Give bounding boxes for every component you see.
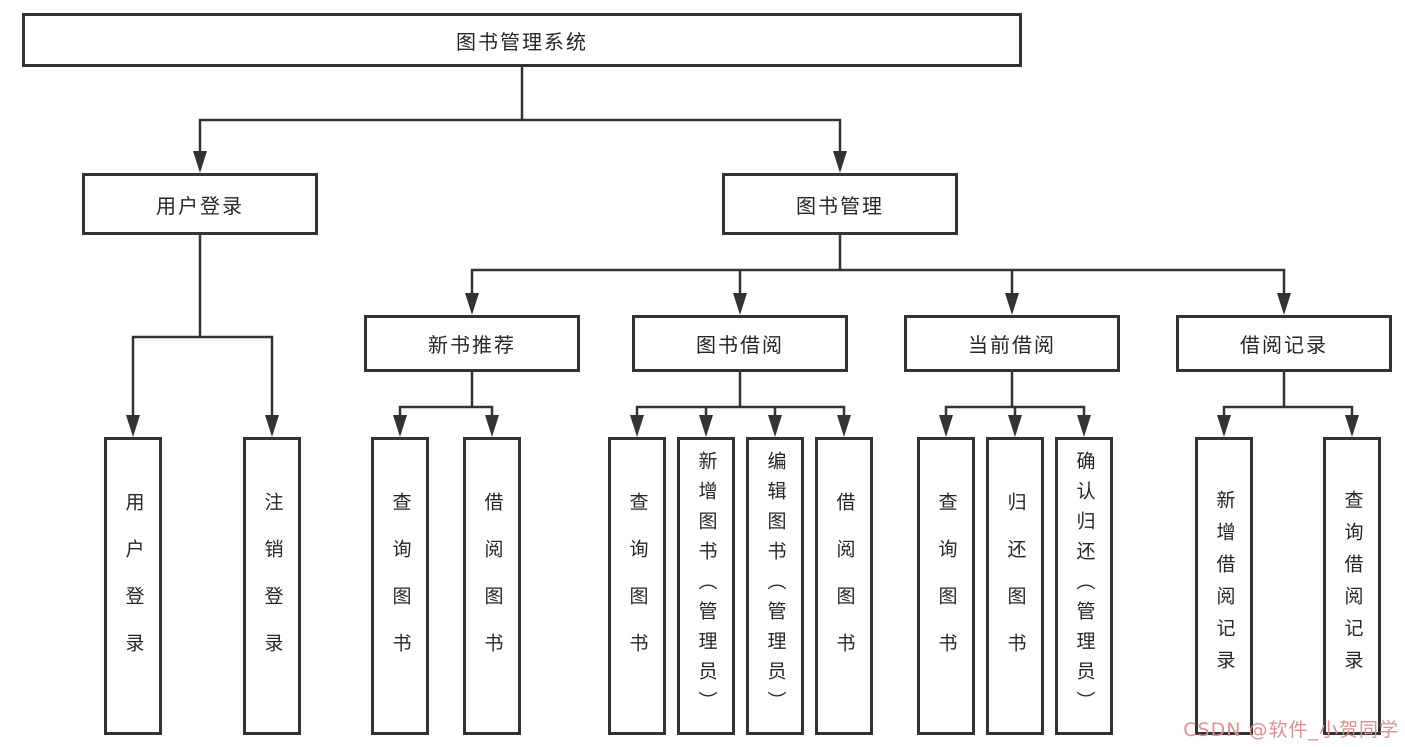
leaf-label: 查询图书 [626,492,649,680]
connector-new-book-rec [398,372,494,419]
leaf-label: 确认归还（管理员） [1073,451,1096,721]
leaf-label: 借阅图书 [833,492,856,680]
leaf-query-book-current: 查询图书 [917,437,975,735]
node-label: 新书推荐 [428,333,516,357]
leaf-logout: 注销登录 [243,437,301,735]
connector-book-borrow [635,372,846,419]
node-new-book-recommend: 新书推荐 [364,315,580,372]
leaf-label: 新增借阅记录 [1213,490,1236,682]
node-label: 用户登录 [156,193,244,218]
node-current-borrow: 当前借阅 [904,315,1120,372]
csdn-watermark: CSDN @软件_小贺同学 [1183,719,1399,741]
leaf-add-book-admin: 新增图书（管理员） [677,437,735,735]
leaf-borrow-book: 借阅图书 [815,437,873,735]
leaf-label: 查询图书 [935,492,958,680]
connector-current-borrow [944,372,1086,419]
leaf-query-book-recommend: 查询图书 [371,437,429,735]
leaf-label: 借阅图书 [481,492,504,680]
node-label: 借阅记录 [1240,333,1328,357]
leaf-query-book-borrow: 查询图书 [608,437,666,735]
leaf-add-borrow-record: 新增借阅记录 [1195,437,1253,735]
leaf-label: 查询借阅记录 [1341,490,1364,682]
connector-borrow-records [1222,372,1354,419]
leaf-borrow-book-recommend: 借阅图书 [463,437,521,735]
leaf-edit-book-admin: 编辑图书（管理员） [746,437,804,735]
leaf-query-borrow-record: 查询借阅记录 [1323,437,1381,735]
arrowheads [126,151,1359,437]
connector-book-mgmt [470,235,1286,297]
leaf-return-book: 归还图书 [986,437,1044,735]
node-book-management: 图书管理 [722,173,958,235]
leaf-label: 编辑图书（管理员） [764,451,787,721]
leaf-label: 注销登录 [261,492,284,680]
node-label: 当前借阅 [968,333,1056,357]
node-label: 图书管理 [796,193,884,218]
node-library-system: 图书管理系统 [22,13,1022,67]
connector-user-login [131,235,274,417]
node-label: 图书借阅 [696,333,784,357]
connector-root [198,67,842,153]
leaf-confirm-return-admin: 确认归还（管理员） [1055,437,1113,735]
leaf-label: 查询图书 [389,492,412,680]
leaf-label: 新增图书（管理员） [695,451,718,721]
leaf-label: 用户登录 [122,492,145,680]
leaf-user-login: 用户登录 [104,437,162,735]
leaf-label: 归还图书 [1004,492,1027,680]
node-label: 图书管理系统 [456,29,588,54]
node-borrow-records: 借阅记录 [1176,315,1392,372]
node-book-borrow: 图书借阅 [632,315,848,372]
node-user-login: 用户登录 [82,173,318,235]
